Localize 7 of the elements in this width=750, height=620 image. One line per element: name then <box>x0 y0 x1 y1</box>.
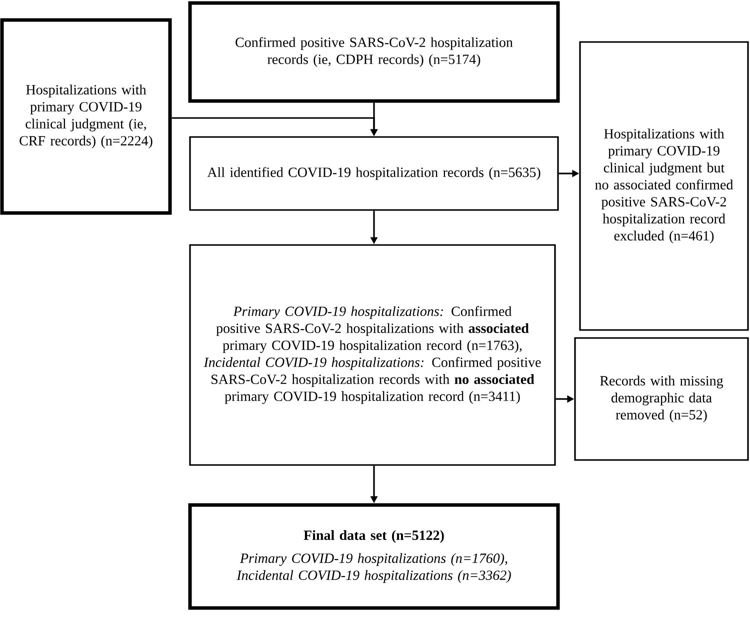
process-box: All identified COVID-19 hospitalization records (n=5635) <box>189 136 559 211</box>
process-box: Confirmed positive SARS-CoV-2 hospitalization records (ie, CDPH records) (n=5174) <box>188 1 560 103</box>
process-box: Primary COVID-19 hospitalizations: Confirmed positive SARS-CoV-2 hospitalizations with associated primary COVID-19 hospitalization record (n=1763), Incidental COVID-19 hospitalizations: Confirmed positive SARS-CoV-2 hospitalization records with no associated primary COVID-19 hospitalization record (n=3411) <box>189 244 556 466</box>
exclusion-box: Hospitalizations with primary COVID-19 clinical judgment but no associated confirmed positive SARS-CoV-2 hospitalization record excluded (n=461) <box>579 41 749 331</box>
exclusion-box: Records with missing demographic data removed (n=52) <box>574 337 749 461</box>
result-box: Final data set (n=5122) Primary COVID-19 hospitalizations (n=1760), Incidental COVID-19 hospitalizations (n=3362) <box>188 503 560 610</box>
process-box: Hospitalizations with primary COVID-19 clinical judgment (ie, CRF records) (n=2224) <box>0 18 172 215</box>
